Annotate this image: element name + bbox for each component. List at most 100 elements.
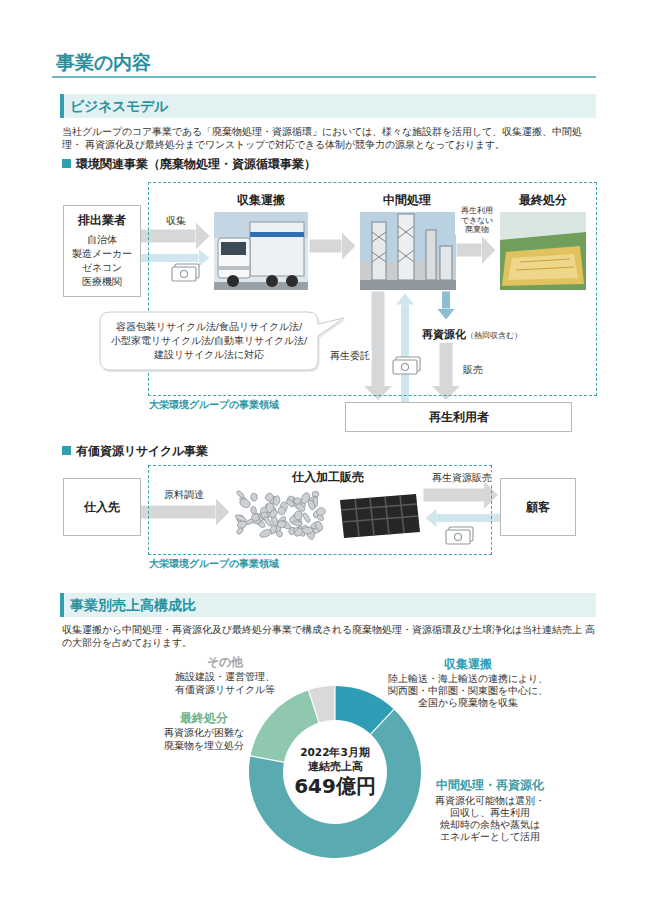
money-icon (446, 527, 473, 544)
pellets-photo (250, 493, 258, 502)
segment-note: 再資源化可能物は選別・ 回収し、再生利用 焼却時の余熱や蒸気は エネルギーとして… (430, 795, 550, 843)
node-title: 2022年3月期 連結売上高 (290, 746, 380, 773)
flow-arrow (457, 244, 482, 257)
pellets-photo (234, 490, 325, 540)
pellets-photo (264, 492, 275, 503)
node-title: 収集運搬 (212, 193, 310, 208)
node-title: 容器包装リサイクル法/食品リサイクル法/ 小型家電リサイクル法/自動車リサイクル… (109, 320, 309, 361)
section-band (60, 94, 596, 617)
donut-segment (309, 686, 334, 724)
truck-photo (214, 212, 308, 290)
money-icon (181, 271, 188, 278)
arrow-label: 再生資源販売 (430, 472, 494, 483)
landfill-photo (516, 259, 574, 270)
sub-heading: 有価資源リサイクル事業 (76, 444, 576, 458)
landfill-photo (500, 212, 586, 290)
money-icon (172, 264, 199, 281)
landfill-photo (500, 212, 586, 290)
plant-photo (360, 212, 456, 290)
flow-arrow (372, 292, 385, 387)
truck-photo (221, 242, 246, 255)
node-title: 顧客 (526, 499, 550, 516)
landfill-photo (500, 232, 586, 290)
truck-photo (227, 275, 239, 287)
section-band (60, 593, 596, 617)
pellets-photo (234, 514, 247, 523)
pellets-photo (277, 520, 286, 528)
bullet-square (62, 159, 71, 168)
node-text: 649億円 (294, 774, 376, 798)
pellets-photo (250, 512, 260, 522)
truck-photo (250, 232, 304, 237)
money-icon (172, 267, 196, 281)
process-label: 再資源化（熱回収含む） (416, 322, 528, 343)
pellets-photo (285, 498, 295, 508)
donut-chart (249, 686, 421, 858)
node-title: 最終処分 (498, 193, 588, 208)
pellets-photo (273, 495, 281, 506)
flow-arrow (424, 489, 485, 502)
donut-center: 2022年3月期 連結売上高649億円 (283, 720, 387, 824)
money-icon (446, 530, 470, 544)
pellets-photo (302, 512, 311, 523)
node-text: （熱回収含む） (466, 331, 522, 340)
callout-bubble: 容器包装リサイクル法/食品リサイクル法/ 小型家電リサイクル法/自動車リサイクル… (100, 312, 318, 370)
pellets-photo (314, 520, 324, 532)
pellets-photo (294, 510, 303, 520)
truck-photo (266, 275, 278, 287)
section-title: 事業別売上高構成比 (70, 596, 590, 614)
flow-arrow (401, 305, 409, 403)
title-rule (52, 76, 596, 78)
node-title: 再生利用者 (429, 409, 489, 426)
segment-note: 陸上輸送・海上輸送の連携により、 関西圏・中部圏・関東圏を中心に、 全国から廃棄… (385, 673, 550, 709)
arrow-label: 再生委託 (328, 350, 372, 361)
node-title: 再資源化 (422, 328, 466, 341)
plant-photo (360, 280, 456, 290)
money-icon (455, 534, 462, 541)
section-band (60, 94, 64, 118)
plant-photo (360, 212, 456, 290)
page-title: 事業の内容 (56, 50, 151, 74)
supplier-box: 仕入先 (63, 478, 141, 536)
bullet-square (62, 159, 71, 455)
section-title: ビジネスモデル (70, 97, 590, 115)
pellets-photo (312, 491, 319, 497)
process-photo: 仕入加工販売 (232, 470, 424, 542)
plant-photo (440, 246, 452, 280)
node-title: 仕入先 (84, 499, 120, 516)
money-icon (393, 357, 420, 374)
user-box: 再生利用者 (345, 402, 572, 432)
node-title: 仕入加工販売 (232, 470, 424, 485)
segment-note: 施設建設・運営管理、 有価資源リサイクル等 (160, 671, 290, 696)
plant-photo (426, 230, 436, 280)
arrow-label: 販売 (461, 364, 485, 375)
truck-photo (218, 238, 250, 278)
pellets-photo (293, 527, 304, 538)
bullet-square (62, 446, 71, 455)
tile-photo (340, 494, 420, 538)
truck-photo (214, 212, 308, 290)
pellets-photo (278, 506, 286, 515)
flow-arrow (437, 514, 501, 522)
node-title: 大栄環境グループの事業領域 (149, 398, 279, 411)
pellets-photo (275, 530, 283, 538)
segment-title: 収集運搬 (385, 657, 550, 672)
segment-note: 再資源化が困難な 廃棄物を埋立処分 (156, 727, 252, 752)
process-photo: 収集運搬 (212, 193, 310, 292)
money-icon (402, 364, 409, 371)
flow-arrow (442, 292, 450, 309)
arrow-label: 再生利用 できない 廃棄物 (455, 206, 499, 235)
pellets-photo (293, 520, 303, 526)
truck-photo (250, 222, 304, 276)
pellets-photo (268, 508, 279, 519)
truck-photo (286, 275, 298, 287)
pellets-photo (259, 528, 273, 539)
money-icon (393, 360, 417, 374)
source-box: 排出業者自治体 製造メーカー ゼネコン 医療機関 (63, 205, 141, 297)
pellets-photo (238, 497, 251, 509)
flow-arrow (310, 240, 342, 253)
node-title: 中間処理 (358, 193, 457, 208)
flow-arrow (440, 343, 453, 387)
landfill-photo (502, 246, 584, 286)
